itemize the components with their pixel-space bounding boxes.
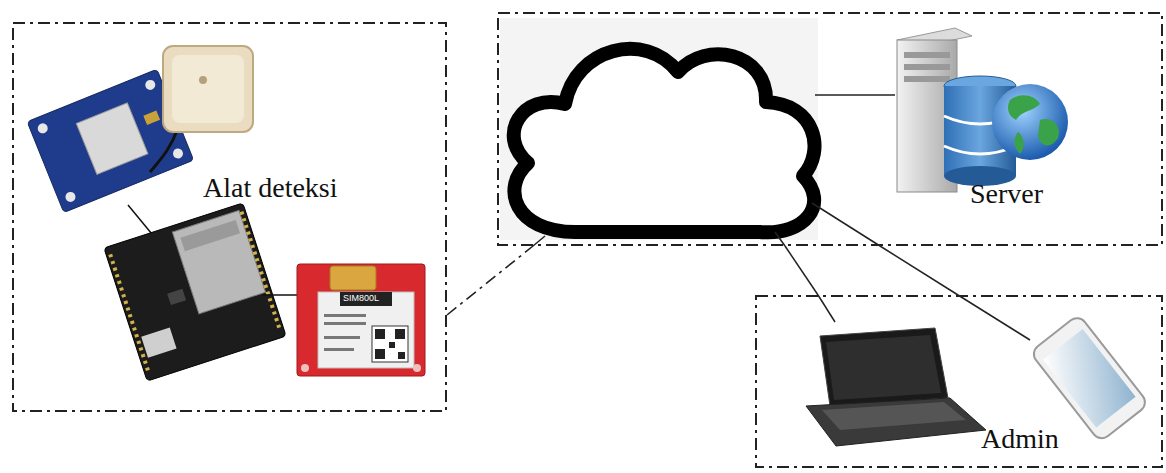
qr-code [389,342,395,348]
cloud-icon [514,49,815,232]
sim800l-module [297,264,425,376]
antenna-connector [143,110,160,125]
qr-code [375,329,385,339]
wire [262,294,298,296]
continent [1014,132,1023,154]
cloud-backdrop [500,18,818,240]
laptop-screen [820,328,948,406]
box-label: Alat deteksi [203,172,338,204]
qr-code [395,329,405,339]
pin-hole [413,364,421,372]
chip [167,289,186,305]
link-line [815,94,895,96]
gps-chip [76,103,148,175]
server-icon [897,28,1068,192]
qr-code [372,326,408,362]
drive-bay [904,64,950,70]
link-line [818,295,835,322]
antenna-cable [150,128,178,172]
label-text-line [324,322,366,325]
drive-bay [904,52,950,58]
part-marking: SIM800L [343,293,379,303]
dash-dot-border [755,295,1163,468]
border-rect [756,296,1162,467]
globe-icon [992,84,1068,160]
drive-bay [904,76,950,82]
group-box: Server [497,12,1163,246]
qr-code [375,349,385,359]
capacitor [330,266,376,290]
label-text-line [324,348,354,351]
connector-line [447,246,533,315]
module-antenna [181,220,240,251]
box-label: Server [970,178,1043,210]
box-label: Admin [981,423,1059,455]
laptop-base [806,398,986,446]
phone-screen [1043,329,1135,428]
link-line [812,203,880,246]
board-pcb [104,203,286,381]
mount-hole [172,147,185,160]
border-rect [13,23,446,411]
dash-dot-border [497,12,1163,246]
mount-hole [144,78,157,91]
link-line [958,295,1030,340]
border-rect [498,13,1162,245]
laptop-keyboard [822,402,966,430]
connector-line [785,246,818,295]
label-text-line [324,314,366,317]
group-box: Alat deteksi [12,22,447,412]
module-label [318,292,414,368]
gps-antenna [163,46,253,132]
connector-line [880,246,958,295]
laptop-icon [806,328,986,446]
mount-hole [36,122,49,135]
wifi-module [172,210,265,313]
pin-hole [301,364,309,372]
group-box: Admin [755,295,1163,468]
qr-code [398,352,405,359]
esp32-board [104,203,286,381]
pin-row [241,212,280,332]
laptop-display [826,335,941,400]
sim-board [297,264,425,376]
antenna-feed [199,76,207,84]
link-line [533,236,545,246]
continent [1008,95,1040,120]
label-band [340,292,392,306]
pin-row [110,254,149,374]
antenna-patch [172,55,244,123]
mount-hole [64,190,77,203]
continent [1038,119,1059,145]
usb-port [141,328,176,358]
phone-body [1030,314,1149,442]
label-text-line [324,336,360,339]
phone-icon [1030,314,1149,442]
dash-dot-border [12,22,447,412]
link-line [775,232,785,246]
